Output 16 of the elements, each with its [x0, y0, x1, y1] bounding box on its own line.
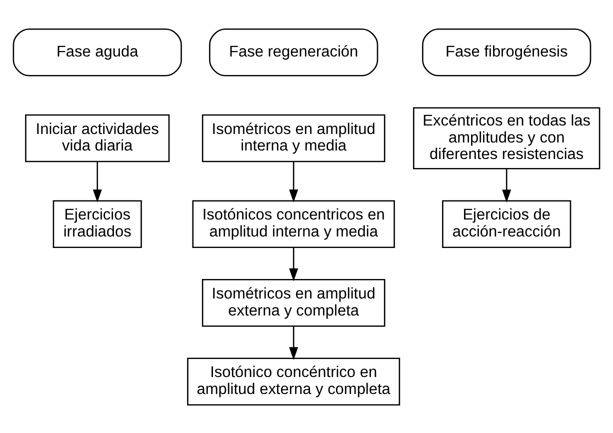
- node-box: Isotónicos concentricos en amplitud interna y media: [192, 200, 395, 248]
- node-box: Fase regeneración: [209, 28, 378, 76]
- arrow: [289, 161, 298, 202]
- node-box: Ejercicios de acción-reacción: [442, 200, 572, 248]
- arrow: [289, 326, 298, 360]
- node-box: Fase aguda: [12, 28, 182, 76]
- node-box: Isotónico concéntrico en amplitud externa y completa: [187, 357, 400, 405]
- arrow: [502, 168, 512, 202]
- node-box: Isométricos en amplitud interna y media: [202, 114, 386, 162]
- arrow: [92, 161, 102, 202]
- node-box: Ejercicios irradiados: [52, 200, 142, 248]
- arrow: [289, 246, 298, 281]
- node-box: Excéntricos en todas las amplitudes y con diferentes resistencias: [413, 106, 600, 169]
- node-box: Fase fibrogénesis: [422, 28, 592, 76]
- node-box: Isométricos en amplitud externa y completa: [202, 278, 386, 326]
- node-box: Iniciar actividades vida diaria: [25, 114, 170, 162]
